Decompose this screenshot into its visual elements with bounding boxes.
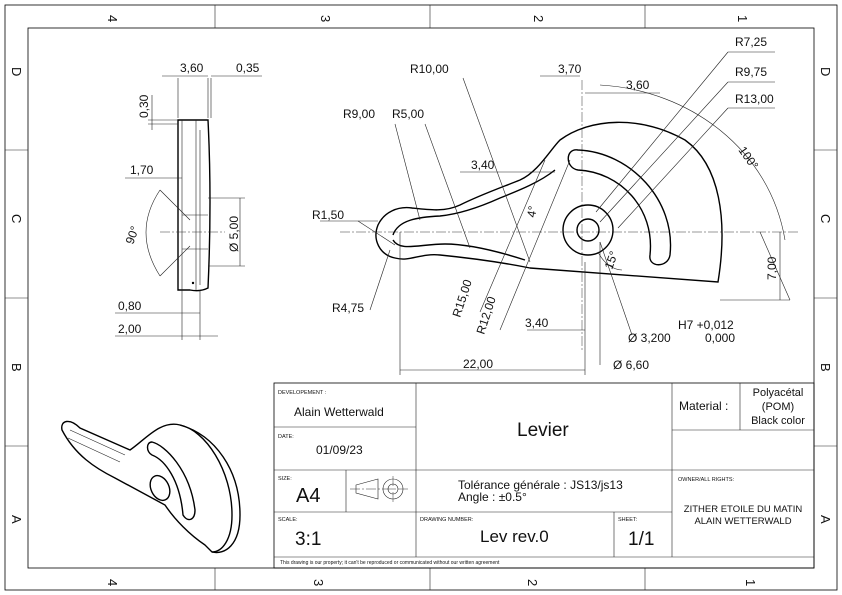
developer-name: Alain Wetterwald: [294, 405, 384, 419]
zone-left-a: A: [9, 515, 24, 524]
scale-value: 3:1: [295, 529, 321, 550]
date-label: DATE:: [278, 434, 294, 440]
outer-border: [4, 4, 838, 591]
property-notice: This drawing is our property; it can't b…: [280, 560, 500, 566]
dim-r13: R13,00: [735, 92, 774, 106]
zone-right-d: D: [818, 67, 833, 76]
dim-3-40-bottom: 3,40: [525, 316, 549, 330]
angle-arc: [145, 189, 161, 277]
sheet-value: 1/1: [628, 529, 654, 550]
scale-label: SCALE:: [278, 517, 298, 523]
dim-r10: R10,00: [410, 62, 449, 76]
iso-bore: [149, 474, 171, 502]
angle-15-arc: [597, 251, 623, 271]
dim-side-3-60: 3,60: [180, 61, 204, 75]
iso-rim: [179, 424, 233, 553]
dim-r5: R5,00: [392, 107, 424, 121]
dim-side-90deg: 90°: [123, 224, 142, 246]
dim-r15: R15,00: [450, 277, 475, 318]
dim-side-0-35: 0,35: [236, 61, 260, 75]
material-line-3: Black color: [751, 415, 805, 427]
drawing-title: Levier: [517, 420, 569, 441]
dim-22-00: 22,00: [463, 357, 493, 371]
material-label: Material :: [679, 399, 728, 413]
dim-r9: R9,00: [343, 107, 375, 121]
zone-right-c: C: [818, 214, 833, 223]
iso-arm-lines: [67, 429, 126, 463]
arm-inner-lower: [392, 239, 526, 261]
side-view-outline: [177, 119, 211, 292]
isometric-view: [61, 420, 241, 554]
drawing-number-label: DRAWING NUMBER:: [420, 517, 474, 523]
owner-line-1: ZITHER ETOILE DU MATIN: [684, 504, 803, 515]
dim-15deg: 15°: [602, 249, 621, 271]
curved-slot: [567, 149, 672, 266]
size-label: SIZE:: [278, 476, 292, 482]
dim-3-40-top: 3,40: [471, 158, 495, 172]
zone-left-d: D: [9, 67, 24, 76]
angle-100-arc: [599, 84, 786, 241]
side-view: 3,60 0,35 0,30 1,70 90° Ø 5,00 0,80 2,00: [115, 61, 262, 340]
dim-tol-lower: 0,000: [705, 331, 735, 345]
zone-bottom-2: 2: [525, 579, 540, 586]
zone-bottom-3: 3: [311, 579, 326, 586]
bore-outer: [562, 204, 614, 256]
lever-outline: [375, 121, 723, 283]
dim-4deg: 4°: [524, 205, 540, 219]
size-value: A4: [296, 485, 320, 507]
angle-tolerance: Angle : ±0.5°: [458, 490, 527, 504]
dim-3-60: 3,60: [626, 78, 650, 92]
dim-r12: R12,00: [474, 294, 499, 335]
dim-3-70: 3,70: [558, 62, 582, 76]
dim-r4-75: R4,75: [332, 301, 364, 315]
developer-label: DEVELOPEMENT :: [278, 390, 327, 396]
iso-outline: [61, 420, 241, 554]
material-line-1: Polyacétal: [753, 387, 804, 399]
dim-r1-5: R1,50: [312, 208, 344, 222]
zone-right-a: A: [818, 515, 833, 524]
dim-tol-upper: H7 +0,012: [678, 318, 734, 332]
material-line-2: (POM): [762, 401, 794, 413]
dim-r7-25: R7,25: [735, 35, 767, 49]
dim-100deg: 100°: [736, 144, 762, 173]
dim-7-00: 7,00: [765, 256, 779, 280]
general-tolerance: Tolérance générale : JS13/js13: [458, 478, 623, 492]
bore-inner: [576, 218, 600, 242]
zone-top-4: 4: [105, 15, 120, 22]
front-view: R10,00 R9,00 R5,00 R1,50 R4,75 R15,00 R1…: [312, 35, 800, 375]
dim-side-bore: Ø 5,00: [227, 216, 241, 252]
zone-top-1: 1: [735, 15, 750, 22]
zone-right-b: B: [818, 363, 833, 372]
dim-side-0-80: 0,80: [118, 299, 142, 313]
zone-left-c: C: [9, 214, 24, 223]
dim-side-2-00: 2,00: [118, 322, 142, 336]
dim-r9-75: R9,75: [735, 65, 767, 79]
owner-line-2: ALAIN WETTERWALD: [694, 516, 791, 527]
zone-top-2: 2: [531, 15, 546, 22]
iso-slot: [146, 441, 196, 521]
zone-ticks: [5, 5, 837, 590]
projection-symbol-icon: [350, 476, 408, 502]
zone-left-b: B: [9, 363, 24, 372]
zone-bottom-4: 4: [105, 579, 120, 586]
owner-label: OWNER/ALL RIGHTS:: [678, 477, 734, 483]
drawing-number: Lev rev.0: [480, 527, 549, 546]
arm-inner-upper: [392, 169, 556, 236]
dim-hole-6-6: Ø 6,60: [613, 358, 649, 372]
zone-top-3: 3: [318, 15, 333, 22]
dim-side-0-30: 0,30: [137, 94, 151, 118]
dim-side-1-70: 1,70: [130, 163, 154, 177]
date-value: 01/09/23: [316, 443, 363, 457]
sheet-label: SHEET:: [618, 517, 638, 523]
zone-bottom-1: 1: [743, 579, 758, 586]
title-block: DEVELOPEMENT : Alain Wetterwald DATE: 01…: [273, 382, 815, 569]
dim-hole-3-2: Ø 3,200: [628, 331, 671, 345]
